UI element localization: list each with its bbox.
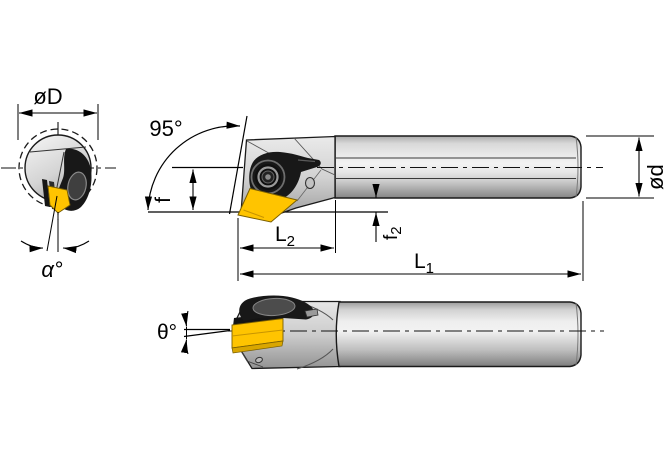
label-f: f [152,197,175,203]
body-facet-line [29,146,87,153]
label-oD: øD [33,84,62,109]
label-alpha: α° [41,257,63,282]
label-L1: L1 [414,250,434,277]
label-f2: f2 [381,226,405,240]
alpha-arrow-left [20,240,44,253]
label-L1-sub: 1 [426,260,434,277]
clamp-screw-center [265,174,271,180]
angle-arc-95 [144,121,241,211]
label-L1-main: L [414,250,426,273]
clamp-front-highlight [67,171,87,201]
clamp-tab [304,308,319,318]
shank-bottom-view [335,301,582,368]
clamp-edge-stripe [42,179,50,207]
theta-line-lower [183,329,231,338]
theta-arrow-upper [181,310,189,327]
label-f2-sub: 2 [388,226,405,234]
insert-mid-edge [231,329,284,337]
clamp-highlight-bottom [252,297,296,317]
clamp-tail-highlight [297,159,316,163]
theta-arrow-lower [180,339,189,355]
label-L2-sub: 2 [287,233,295,250]
label-f2-main: f [381,234,402,240]
head-facet-line2 [293,137,336,176]
alpha-arrow-right [62,240,90,254]
insert-edge-line [243,209,265,218]
alpha-edge-line [46,195,58,252]
label-95: 95° [149,116,182,141]
insert-side-face [231,340,284,354]
bottom-view: θ° [157,295,604,370]
cone-line-lower [296,348,334,370]
clamp-screw-ring [257,166,279,188]
end-view: øD α° [1,84,116,282]
label-L2: L2 [275,223,295,250]
side-view: 95° f L2 L1 f2 ød [144,115,668,281]
shank-end-face-bottom [575,302,579,366]
insert-front-face [47,185,71,214]
label-od: ød [643,164,668,190]
head-hole [304,176,316,190]
label-L2-main: L [275,223,287,246]
head-hole-bottom [255,356,263,364]
label-theta: θ° [157,321,177,344]
body-facet-line2 [55,151,65,193]
